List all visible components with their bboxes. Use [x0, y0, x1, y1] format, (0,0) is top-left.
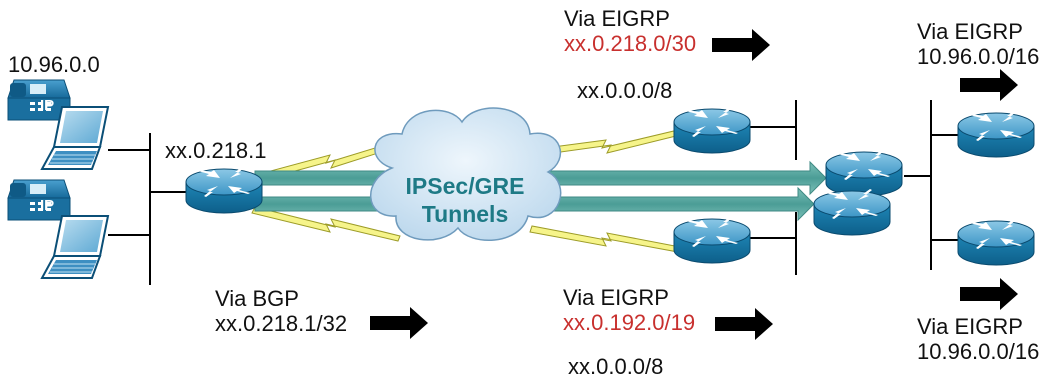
laptop-icon-bottom: [41, 215, 109, 279]
router-hub-lower: [813, 188, 891, 236]
route-arrow-icon: [370, 307, 428, 339]
router-hub-upper: [825, 149, 903, 197]
top-right-protocol-label: Via EIGRP: [917, 19, 1023, 44]
route-annotation-bgp: Via BGP xx.0.218.1/32: [215, 286, 428, 339]
route-arrow-icon: [960, 278, 1018, 310]
router-right-bottom: [957, 218, 1035, 266]
route-annotation-bottom-right: Via EIGRP 10.96.0.0/16: [917, 278, 1039, 364]
right-lan-segments: [750, 100, 958, 275]
bottom-center-summary-label: xx.0.0.0/8: [568, 354, 663, 379]
bottom-center-protocol-label: Via EIGRP: [563, 285, 669, 310]
bgp-protocol-label: Via BGP: [215, 286, 299, 311]
route-arrow-icon: [712, 29, 770, 61]
bottom-center-prefix-label: xx.0.192.0/19: [563, 310, 695, 335]
router-right-top: [957, 110, 1035, 158]
top-center-summary-label: xx.0.0.0/8: [577, 78, 672, 103]
route-arrow-icon: [960, 69, 1018, 101]
ipsec-gre-cloud: IPSec/GRE Tunnels: [369, 107, 562, 242]
left-router-ip-label: xx.0.218.1: [165, 138, 267, 163]
ip-phone-label: IP: [40, 97, 54, 114]
top-center-prefix-label: xx.0.218.0/30: [564, 31, 696, 56]
left-subnet-label: 10.96.0.0: [8, 52, 100, 77]
route-annotation-top-right: Via EIGRP 10.96.0.0/16: [917, 19, 1039, 101]
top-right-prefix-label: 10.96.0.0/16: [917, 44, 1039, 69]
ip-phone-icon-top: IP: [7, 79, 71, 121]
router-left: [185, 166, 263, 214]
cloud-label-line1: IPSec/GRE: [406, 173, 525, 199]
route-arrow-icon: [715, 308, 773, 340]
top-center-protocol-label: Via EIGRP: [564, 6, 670, 31]
route-annotation-bottom-center: Via EIGRP xx.0.192.0/19 xx.0.0.0/8: [563, 285, 773, 379]
ip-phone-label: IP: [40, 197, 54, 214]
bgp-prefix-label: xx.0.218.1/32: [215, 311, 347, 336]
ip-phone-icon-bottom: IP: [7, 179, 71, 221]
bottom-right-prefix-label: 10.96.0.0/16: [917, 339, 1039, 364]
router-center-top: [673, 106, 751, 154]
left-lan-segment: [108, 133, 186, 285]
route-annotation-top-center: Via EIGRP xx.0.218.0/30 xx.0.0.0/8: [564, 6, 770, 103]
router-center-bottom: [673, 216, 751, 264]
cloud-label-line2: Tunnels: [422, 201, 508, 227]
bottom-right-protocol-label: Via EIGRP: [917, 314, 1023, 339]
